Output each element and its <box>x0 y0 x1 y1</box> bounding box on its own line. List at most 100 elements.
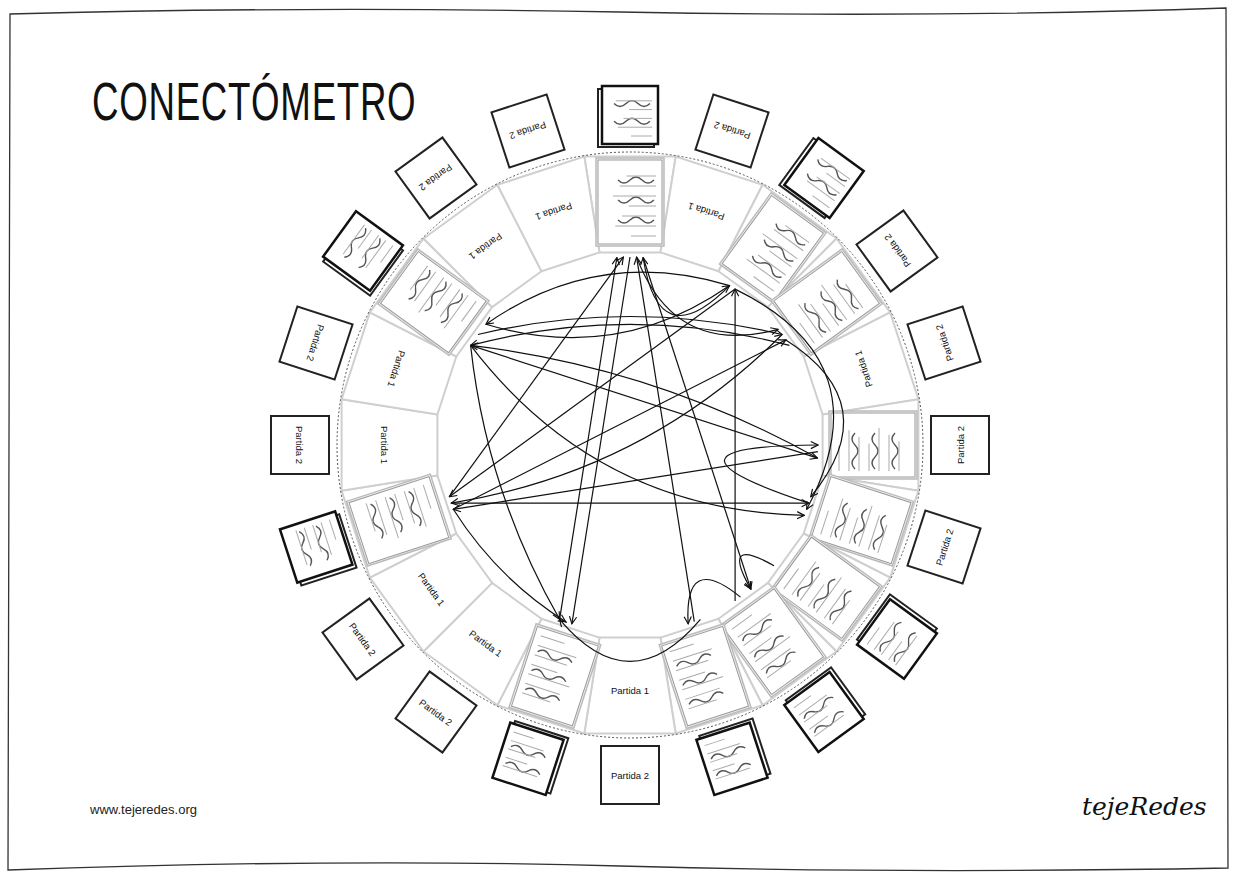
card-line <box>615 226 656 227</box>
website-url: www.tejeredes.org <box>90 802 197 817</box>
card-line <box>713 764 735 771</box>
card-line <box>304 528 311 550</box>
card <box>659 624 751 729</box>
outer-box: Partida 2 <box>694 93 770 169</box>
connection-arrow <box>724 445 818 503</box>
slot-label: Partida 2 <box>712 120 752 142</box>
card-shadow <box>596 158 664 246</box>
connection-arrow <box>471 345 560 619</box>
card-line <box>794 696 811 708</box>
connection-arrow <box>572 257 630 624</box>
card-scribble <box>342 226 368 259</box>
card-line <box>774 229 803 250</box>
card-line <box>629 109 652 110</box>
card-line <box>620 186 656 187</box>
card-scribble <box>710 745 746 762</box>
card-line <box>832 600 849 624</box>
card-line <box>404 491 415 523</box>
card-line <box>705 739 725 745</box>
card-line <box>889 435 890 471</box>
card-line <box>812 196 829 208</box>
card-line <box>849 430 850 471</box>
card-line <box>419 278 444 313</box>
card-line <box>313 525 322 552</box>
card-scribble <box>872 433 878 469</box>
slot-label: Partida 2 <box>417 696 454 727</box>
card-sheet <box>598 160 662 244</box>
card-line <box>867 627 879 644</box>
card-line <box>531 664 557 672</box>
card-scribble <box>688 690 724 707</box>
card-line <box>381 246 393 263</box>
slot-label: Partida 2 <box>611 770 649 781</box>
card-sheet <box>784 138 863 218</box>
card-line <box>869 444 870 471</box>
card <box>771 249 882 356</box>
card-line <box>744 626 772 646</box>
card-line <box>767 661 791 678</box>
card-sheet <box>511 626 598 726</box>
card-line <box>817 177 840 194</box>
card-line <box>613 196 656 197</box>
slot-label: Partida 2 <box>347 620 378 657</box>
card <box>829 411 917 479</box>
card-line <box>710 754 737 763</box>
card-line <box>528 674 569 687</box>
card-sheet <box>323 211 403 290</box>
card-line <box>414 488 427 527</box>
ring-sector <box>497 157 599 272</box>
card-line <box>732 615 752 630</box>
card-line <box>503 766 537 777</box>
card-line <box>769 251 791 267</box>
card-line <box>440 289 460 317</box>
card-shadow <box>771 249 882 356</box>
card-line <box>329 520 335 540</box>
connection-arrow <box>740 555 774 589</box>
card-shadow <box>378 249 489 356</box>
card-scribble <box>802 695 835 721</box>
card-line <box>414 272 435 301</box>
card-shadow <box>347 474 452 566</box>
card <box>695 718 771 795</box>
ring-sector <box>584 157 675 253</box>
card-line <box>811 304 831 332</box>
card-line <box>815 715 844 736</box>
slot-label: Partida 1 <box>611 685 649 696</box>
outer-box: Partida 2 <box>906 305 982 381</box>
card-line <box>804 705 827 722</box>
inner-slot: Partida 1 <box>373 410 397 480</box>
card-line <box>622 216 656 217</box>
connection-arrow <box>560 619 701 661</box>
card-line <box>821 511 829 535</box>
card-line <box>874 622 894 650</box>
card-line <box>849 518 857 544</box>
card-scribble <box>313 525 330 561</box>
outer-box: Partida 2 <box>906 509 982 585</box>
card <box>783 667 867 752</box>
ring-sector <box>342 476 457 578</box>
card-sheet <box>349 477 449 564</box>
card-line <box>410 266 427 290</box>
card-scribble <box>296 531 313 567</box>
outer-box: Partida 2 <box>278 305 354 381</box>
slot-label: Partida 2 <box>933 527 955 567</box>
card-line <box>816 578 841 613</box>
connection-arrow <box>451 335 782 504</box>
card-sheet <box>857 599 937 678</box>
slot-label: Partida 2 <box>417 162 454 193</box>
card-line <box>366 503 375 531</box>
card-line <box>631 236 656 237</box>
card-line <box>785 225 809 242</box>
slot-label: Partida 2 <box>295 426 306 464</box>
card-line <box>809 716 828 729</box>
card-sheet <box>381 252 487 353</box>
card-scribble <box>618 177 654 183</box>
card-line <box>676 660 708 671</box>
card-scribble <box>716 762 752 779</box>
card-line <box>631 136 652 137</box>
card-line <box>362 235 379 258</box>
card-line <box>618 127 652 128</box>
card-line <box>823 304 839 326</box>
card-line <box>688 700 716 709</box>
card-line <box>627 176 657 177</box>
